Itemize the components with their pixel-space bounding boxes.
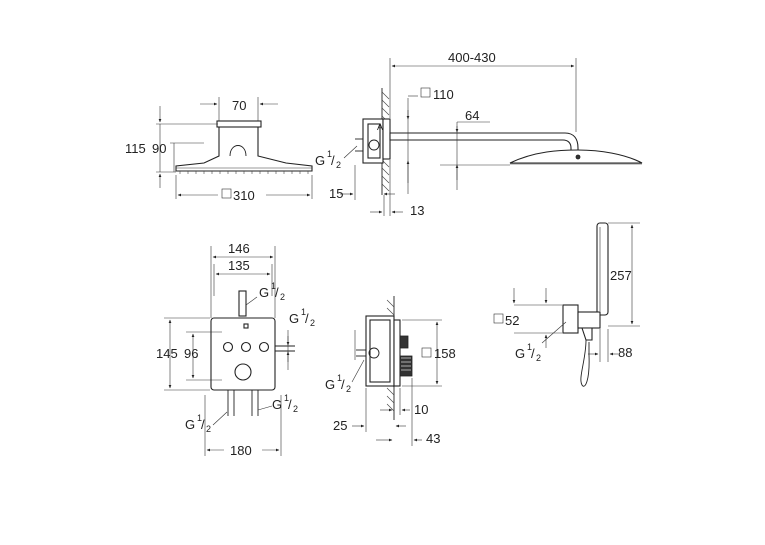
thread-label-right: G 1 / 2 <box>286 307 315 370</box>
dim-head-diameter: 310 <box>233 188 255 203</box>
svg-text:2: 2 <box>206 424 211 434</box>
svg-text:1: 1 <box>327 149 332 159</box>
svg-text:2: 2 <box>346 384 351 394</box>
svg-text:/: / <box>275 285 279 300</box>
knob-ribs <box>401 357 411 371</box>
spray-nozzles <box>179 171 309 174</box>
thread-label-side: G 1 / 2 <box>325 330 365 394</box>
dim-box-bottom-width: 180 <box>230 443 252 458</box>
dim-arm-offset: 64 <box>465 108 479 123</box>
svg-text:/: / <box>331 153 335 168</box>
thread-label-hand: G 1 / 2 <box>515 321 567 363</box>
svg-text:2: 2 <box>336 160 341 170</box>
svg-text:1: 1 <box>301 307 306 317</box>
dim-flange-size: 110 <box>433 87 454 102</box>
svg-text:G: G <box>289 311 299 326</box>
svg-text:G: G <box>259 285 269 300</box>
svg-text:G: G <box>315 153 325 168</box>
dim-wall-depth: 15 <box>329 186 343 201</box>
dim-head-height-body: 90 <box>152 141 166 156</box>
thread-label-top: G 1 / 2 <box>245 281 285 306</box>
dim-head-width: 70 <box>232 98 246 113</box>
dim-box-outer-width: 146 <box>228 241 250 256</box>
dim-box-inner-height: 96 <box>184 346 198 361</box>
svg-text:/: / <box>341 377 345 392</box>
svg-text:1: 1 <box>271 281 276 291</box>
svg-text:/: / <box>531 346 535 361</box>
svg-text:2: 2 <box>536 353 541 363</box>
thread-label-bottom-right: G 1 / 2 <box>257 393 298 414</box>
dim-side-depth-c: 43 <box>426 431 440 446</box>
svg-text:1: 1 <box>284 393 289 403</box>
svg-text:A: A <box>377 122 383 132</box>
svg-text:/: / <box>288 397 292 412</box>
svg-text:G: G <box>185 417 195 432</box>
dim-side-depth-b: 10 <box>414 402 428 417</box>
svg-text:1: 1 <box>197 413 202 423</box>
dim-side-depth-a: 25 <box>333 418 347 433</box>
thread-label-bottom-left: G 1 / 2 <box>185 411 228 434</box>
svg-text:G: G <box>325 377 335 392</box>
thermostat-side-view: 158 G 1 / 2 25 10 43 <box>325 296 456 446</box>
dim-arm-length: 400-430 <box>448 50 496 65</box>
hand-shower-view: 257 52 G 1 / 2 88 <box>493 222 640 387</box>
dim-hand-offset: 88 <box>618 345 632 360</box>
svg-text:1: 1 <box>527 342 532 352</box>
dim-box-inner-width: 135 <box>228 258 250 273</box>
thermostat-front-view: 146 135 145 96 G 1 <box>156 241 315 458</box>
shower-head-front-view: 70 <box>125 97 313 203</box>
svg-text:2: 2 <box>280 292 285 302</box>
dim-hand-plate: 52 <box>505 313 519 328</box>
svg-text:1: 1 <box>337 373 342 383</box>
dim-box-outer-height: 145 <box>156 346 178 361</box>
svg-text:/: / <box>305 311 309 326</box>
shower-arm-side-view: A 400-430 110 64 G 1 / <box>315 50 643 218</box>
dim-wall-plate: 13 <box>410 203 424 218</box>
svg-text:/: / <box>201 417 205 432</box>
svg-text:G: G <box>272 397 282 412</box>
svg-text:2: 2 <box>293 404 298 414</box>
dim-head-height-total: 115 <box>125 141 146 156</box>
dim-hand-length: 257 <box>610 268 632 283</box>
thread-label-arm: G 1 / 2 <box>315 145 358 170</box>
svg-text:G: G <box>515 346 525 361</box>
svg-text:2: 2 <box>310 318 315 328</box>
dim-side-plate: 158 <box>434 346 456 361</box>
